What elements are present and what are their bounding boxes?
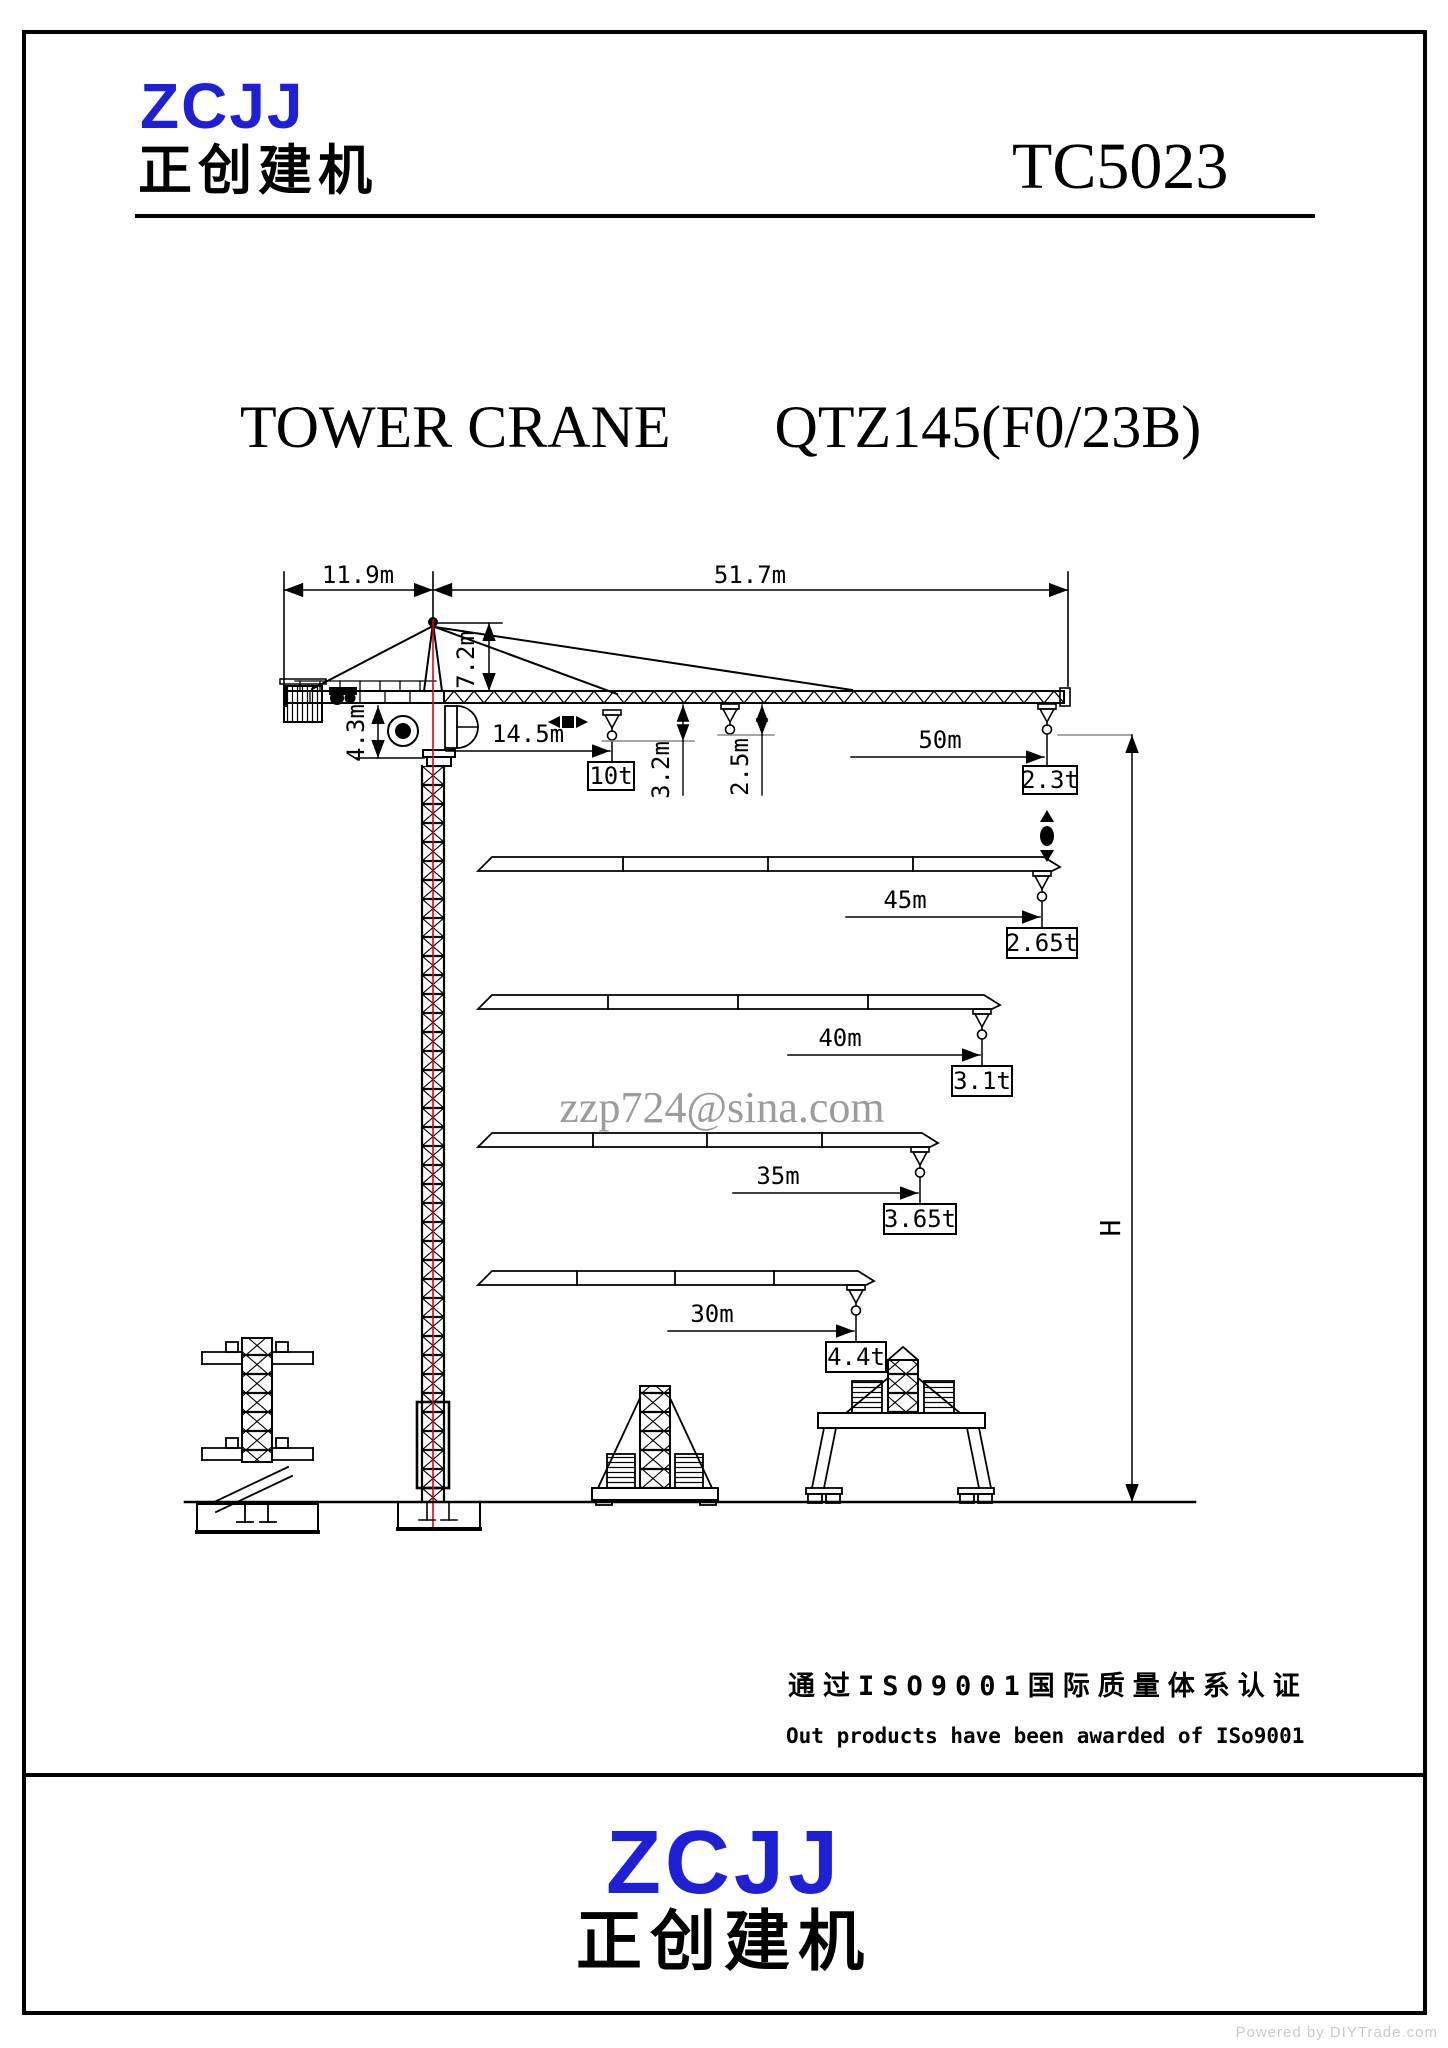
dim-jib-label: 51.7m (714, 561, 786, 589)
ballast-base (591, 1385, 719, 1506)
dim-slew-section-label: 4.3m (342, 704, 370, 762)
page-border (22, 30, 1427, 2015)
radius-50m-label: 50m (918, 726, 961, 754)
radius-45m-label: 45m (883, 886, 926, 914)
cab (444, 705, 458, 749)
counter-jib (279, 678, 445, 723)
dim-min-radius-label: 14.5m (492, 720, 564, 748)
dim-min-radius (445, 741, 635, 791)
capacity-35m-label: 3.65t (884, 1205, 956, 1233)
radius-40m-label: 40m (818, 1024, 861, 1052)
hook-mid (720, 703, 740, 735)
dim-slew-section (355, 705, 425, 759)
hook-at-tip (1037, 703, 1057, 735)
max-capacity-label: 10t (589, 762, 632, 790)
dim-head-height-label: 7.2m (452, 631, 480, 689)
hook-40m (972, 1008, 992, 1040)
capacity-30m-label: 4.4t (827, 1343, 885, 1371)
jib-bar-45m (475, 856, 1078, 959)
hook-30m (846, 1284, 866, 1316)
dim-counter-jib-label: 11.9m (322, 561, 394, 589)
gantry-base (805, 1345, 995, 1504)
footer-logo: ZCJJ (605, 1813, 843, 1913)
dim-head-height (434, 622, 503, 692)
header-divider (135, 214, 1315, 218)
certification-english: Out products have been awarded of ISo900… (786, 1724, 1305, 1748)
tower-head (310, 617, 854, 696)
capacity-45m-label: 2.65t (1006, 929, 1078, 957)
hoist-winch (329, 687, 357, 695)
tower-mast (415, 619, 451, 1529)
counterweight-cap (279, 678, 327, 685)
jib-truss (443, 687, 1071, 707)
load-point-50m (850, 734, 1078, 795)
page-title-model: QTZ145(F0/23B) (774, 394, 1202, 460)
anchorage-detail (195, 1337, 320, 1534)
dim-height (1057, 734, 1139, 1503)
hook-45m (1032, 870, 1052, 902)
dim-top (283, 571, 1069, 687)
footer-logo-chinese: 正创建机 (576, 1904, 872, 1978)
capacity-50m-label: 2.3t (1021, 766, 1079, 794)
hook-35m (910, 1146, 930, 1178)
email-watermark: zzp724@sina.com (559, 1083, 884, 1132)
jib-bar-30m (475, 1270, 887, 1373)
hook-travel-symbol (1040, 810, 1054, 862)
certification-chinese: 通过ISO9001国际质量体系认证 (788, 1671, 1308, 1702)
dim-hook-fall-a-label: 3.2m (647, 741, 675, 799)
dim-height-label: H (1094, 1220, 1127, 1237)
radius-35m-label: 35m (756, 1162, 799, 1190)
brand-logo: ZCJJ (140, 70, 305, 142)
hook-at-14.5m (602, 709, 622, 741)
radius-30m-label: 30m (690, 1300, 733, 1328)
footer-divider (22, 1773, 1427, 1777)
jib-bar-35m (475, 1132, 957, 1235)
dim-hook-fall-b-label: 2.5m (726, 738, 754, 796)
site-watermark: Powered by DIYTrade.com (1235, 2024, 1438, 2041)
counterweight-block (283, 685, 323, 723)
trolley-symbol (548, 716, 588, 728)
dim-hook-falls (601, 704, 775, 796)
capacity-40m-label: 3.1t (953, 1067, 1011, 1095)
jib-bar-40m (475, 994, 1013, 1097)
brand-logo-chinese: 正创建机 (138, 141, 378, 201)
page-title-product: TOWER CRANE (240, 394, 671, 460)
model-number: TC5023 (1012, 130, 1229, 203)
page-title: TOWER CRANE QTZ145(F0/23B) (240, 394, 1201, 460)
slewing-unit (387, 705, 479, 767)
tower-foundation (396, 1501, 482, 1531)
